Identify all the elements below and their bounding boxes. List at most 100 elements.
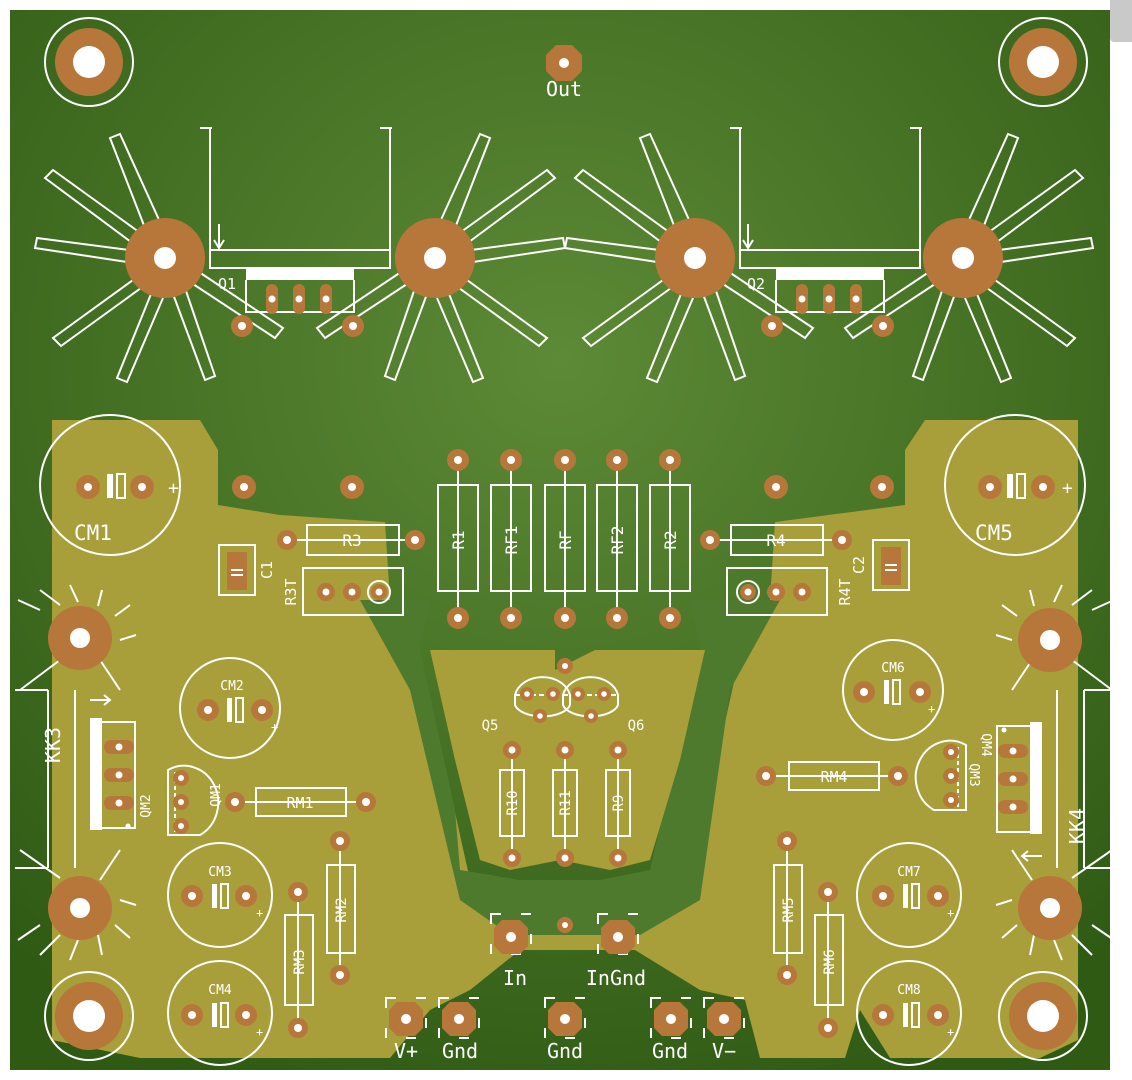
cm5-plus: + <box>1062 478 1073 499</box>
c2-capacitor[interactable] <box>872 539 910 591</box>
qm3-label: QM3 <box>966 763 981 786</box>
ingnd-label: InGnd <box>586 966 646 990</box>
r9-label: R9 <box>611 795 627 812</box>
cm5-label: CM5 <box>975 521 1013 545</box>
rm1-label: RM1 <box>286 794 313 812</box>
r11-label: R11 <box>558 790 574 815</box>
qm2-label: QM2 <box>139 794 154 817</box>
kk4-heatsink <box>995 584 1117 961</box>
pad-group-top[interactable] <box>232 475 894 499</box>
r3t-trimmer[interactable] <box>302 567 404 616</box>
cm1-label: CM1 <box>74 521 112 545</box>
kk3-label: KK3 <box>41 727 65 763</box>
q5-label: Q5 <box>482 718 499 734</box>
kk3-heatsink <box>15 584 137 961</box>
gnd3-label: Gnd <box>652 1039 688 1063</box>
cm2-label: CM2 <box>220 679 243 694</box>
q2-label: Q2 <box>747 275 765 293</box>
cm4-label: CM4 <box>208 983 232 998</box>
rf-resistor[interactable] <box>544 449 586 629</box>
out-pad[interactable] <box>546 45 582 81</box>
q2-pads[interactable] <box>761 284 894 337</box>
r2-resistor[interactable] <box>649 449 691 629</box>
rm2-label: RM2 <box>334 897 350 922</box>
cm6-label: CM6 <box>881 661 904 676</box>
rm3-label: RM3 <box>292 949 308 974</box>
q5-q6-pair[interactable] <box>514 658 619 723</box>
r4t-label: R4T <box>836 578 854 605</box>
r10-resistor[interactable] <box>499 741 525 867</box>
r2-label: R2 <box>661 530 680 549</box>
rm5-label: RM5 <box>781 897 797 922</box>
q1-label: Q1 <box>218 275 236 293</box>
rf-label: RF <box>556 530 575 549</box>
cm4-plus: + <box>256 1025 263 1039</box>
cm3-label: CM3 <box>208 865 231 880</box>
cm6-capacitor[interactable] <box>842 639 944 741</box>
vminus-label: V− <box>712 1039 736 1063</box>
r3-resistor[interactable] <box>277 524 425 556</box>
out-label: Out <box>546 77 582 101</box>
c2-label: C2 <box>850 556 868 574</box>
gnd2-label: Gnd <box>547 1039 583 1063</box>
rf1-resistor[interactable] <box>490 449 532 629</box>
rm6-resistor[interactable] <box>814 882 844 1038</box>
mount-hole-tl <box>44 17 134 107</box>
cm7-plus: + <box>947 906 954 920</box>
r4-label: R4 <box>766 531 785 550</box>
cm2-capacitor[interactable] <box>179 657 281 759</box>
window-corner-tab <box>1110 0 1132 42</box>
cm6-plus: + <box>928 702 935 716</box>
power-pads[interactable] <box>385 997 745 1039</box>
cm3-capacitor[interactable] <box>167 842 273 948</box>
r9-resistor[interactable] <box>605 741 631 867</box>
rm6-label: RM6 <box>822 949 838 974</box>
r4-resistor[interactable] <box>700 524 852 556</box>
r3t-label: R3T <box>282 578 300 605</box>
cm1-plus: + <box>168 478 179 499</box>
gnd1-label: Gnd <box>442 1039 478 1063</box>
rf2-resistor[interactable] <box>596 449 638 629</box>
q1-pads[interactable] <box>231 284 364 337</box>
center-channel-inner <box>430 650 705 870</box>
cm8-plus: + <box>947 1025 954 1039</box>
rf2-label: RF2 <box>608 526 627 555</box>
qm1-transistor[interactable] <box>167 764 220 836</box>
rm5-resistor[interactable] <box>773 831 803 985</box>
c1-capacitor[interactable] <box>218 544 256 596</box>
mount-hole-br <box>998 971 1088 1061</box>
rm2-resistor[interactable] <box>326 831 356 985</box>
r11-resistor[interactable] <box>552 741 578 867</box>
rm3-resistor[interactable] <box>284 882 314 1038</box>
qm3-transistor[interactable] <box>914 739 967 811</box>
mount-hole-tr <box>998 17 1088 107</box>
q2-heatsink <box>564 127 1094 383</box>
qm4-transistor[interactable] <box>996 722 1042 834</box>
rm4-label: RM4 <box>820 768 847 786</box>
cm5-capacitor[interactable] <box>944 414 1086 556</box>
r3-label: R3 <box>342 531 361 550</box>
r10-label: R10 <box>505 790 521 815</box>
cm8-capacitor[interactable] <box>856 960 962 1066</box>
kk4-label: KK4 <box>1065 808 1089 844</box>
cm2-plus: + <box>271 720 278 734</box>
qm4-label: QM4 <box>978 733 993 757</box>
rm4-resistor[interactable] <box>756 761 908 791</box>
r4t-trimmer[interactable] <box>726 567 828 616</box>
cm7-capacitor[interactable] <box>856 842 962 948</box>
qm2-transistor[interactable] <box>90 718 136 830</box>
rf1-label: RF1 <box>502 526 521 555</box>
c1-label: C1 <box>258 561 276 579</box>
rm1-resistor[interactable] <box>225 787 376 817</box>
q6-label: Q6 <box>628 718 645 734</box>
r1-resistor[interactable] <box>437 449 479 629</box>
center-channel <box>360 600 780 935</box>
q1-heatsink <box>34 127 566 383</box>
mount-hole-bl <box>44 971 134 1061</box>
r1-label: R1 <box>449 530 468 549</box>
cm1-capacitor[interactable] <box>39 414 181 556</box>
input-pads[interactable] <box>490 913 639 955</box>
cm3-plus: + <box>256 906 263 920</box>
cm4-capacitor[interactable] <box>167 960 273 1066</box>
